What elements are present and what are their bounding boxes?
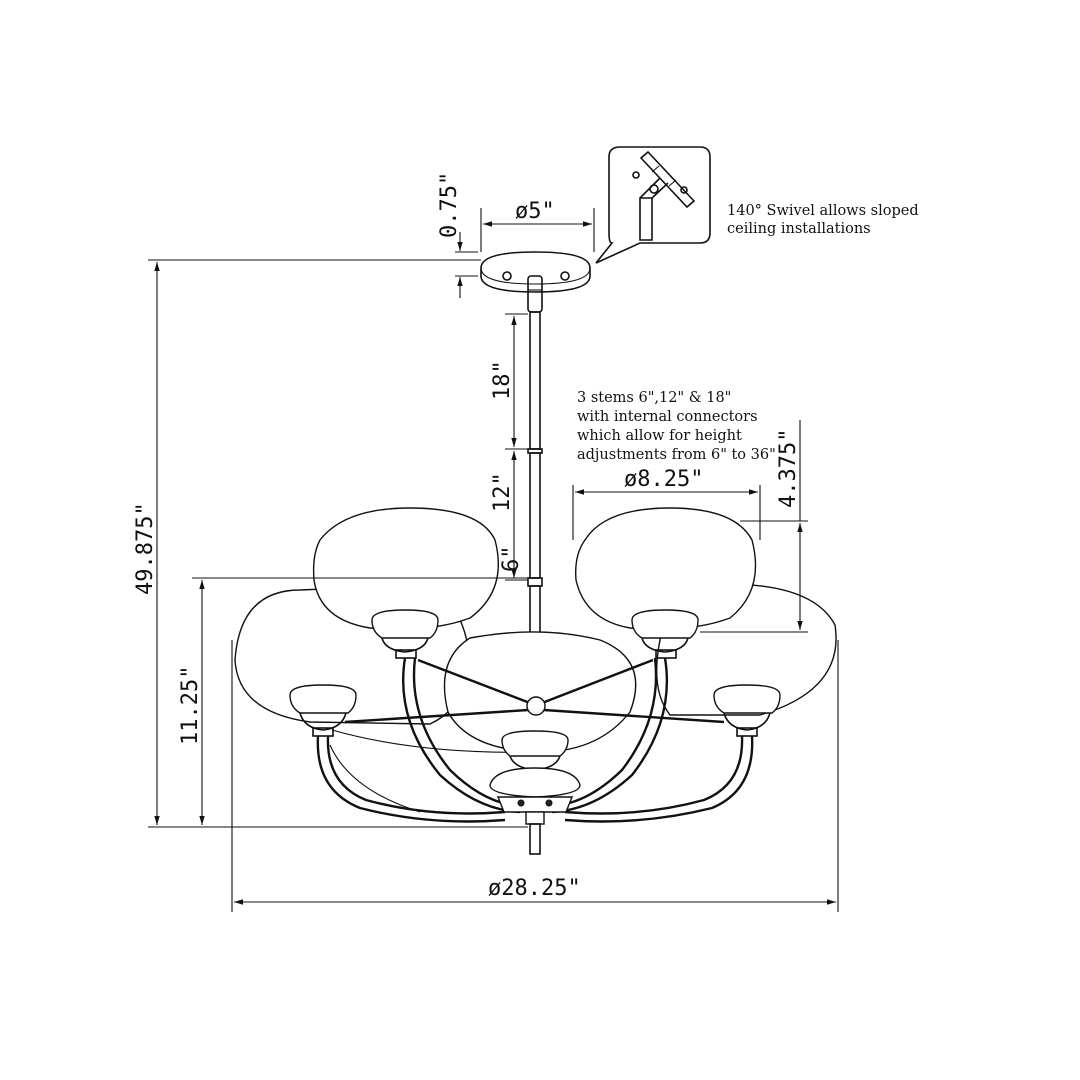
shades [234,507,837,813]
stem-12-label: 12" [490,472,515,512]
shade-diameter-label: ø8.25" [624,467,703,492]
canopy-height-label: 0.75" [437,172,462,238]
lower-body [489,767,581,855]
swivel-note-line-1: 140° Swivel allows sloped [727,203,919,219]
swivel-callout [595,146,711,264]
swivel-detail-icon [632,150,696,241]
dimension-lines [148,208,839,912]
canopy [480,251,591,313]
shade-height-label: 4.375" [776,429,801,508]
body-height-label: 11.25" [178,666,203,745]
stems-note-line-3: which allow for height [577,428,742,444]
overall-diameter-label: ø28.25" [488,876,581,901]
stems-note-line-4: adjustments from 6" to 36" [577,447,776,463]
stem-18-label: 18" [490,360,515,400]
canopy-diameter-label: ø5" [515,199,555,224]
swivel-note-line-2: ceiling installations [727,221,871,237]
sockets [289,609,781,771]
stem-6-label: 6" [499,546,524,573]
stems-note-line-2: with internal connectors [577,409,758,425]
overall-height-label: 49.875" [133,502,158,595]
stems-note-line-1: 3 stems 6",12" & 18" [577,390,731,406]
arms [316,657,754,823]
